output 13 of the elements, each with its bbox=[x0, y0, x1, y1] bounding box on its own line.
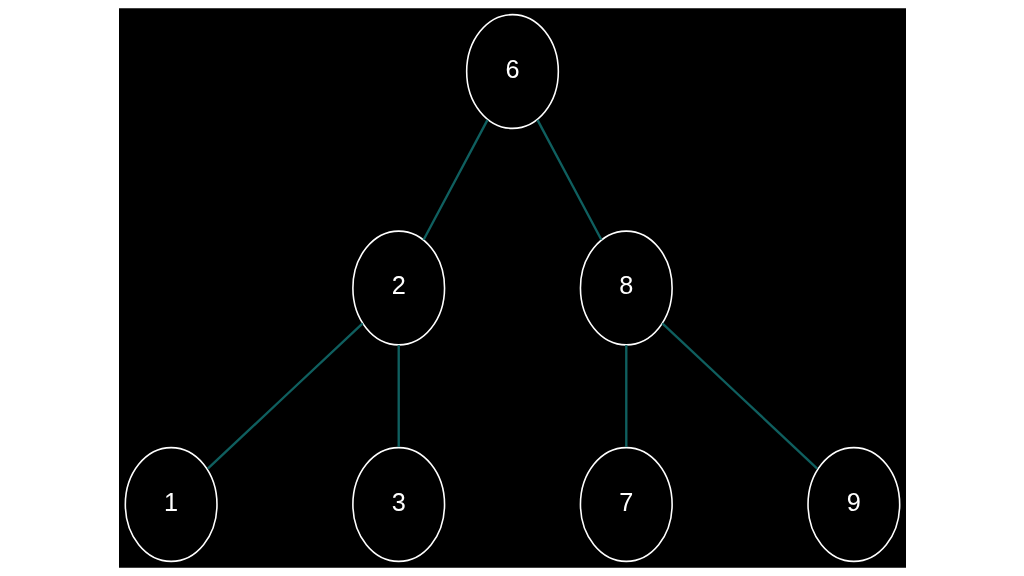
connector bbox=[624, 345, 627, 447]
node-ellipse: 9 bbox=[806, 446, 900, 563]
connector bbox=[422, 119, 489, 241]
node-ellipse: 6 bbox=[465, 13, 559, 130]
connector bbox=[206, 322, 363, 470]
connector bbox=[397, 345, 400, 447]
node-ellipse: 8 bbox=[579, 230, 673, 346]
node-ellipse: 1 bbox=[124, 446, 218, 563]
node-ellipse: 7 bbox=[579, 446, 673, 563]
connector bbox=[661, 322, 818, 470]
node-ellipse: 3 bbox=[351, 446, 445, 563]
node-ellipse: 2 bbox=[351, 230, 445, 346]
connector bbox=[535, 119, 602, 241]
